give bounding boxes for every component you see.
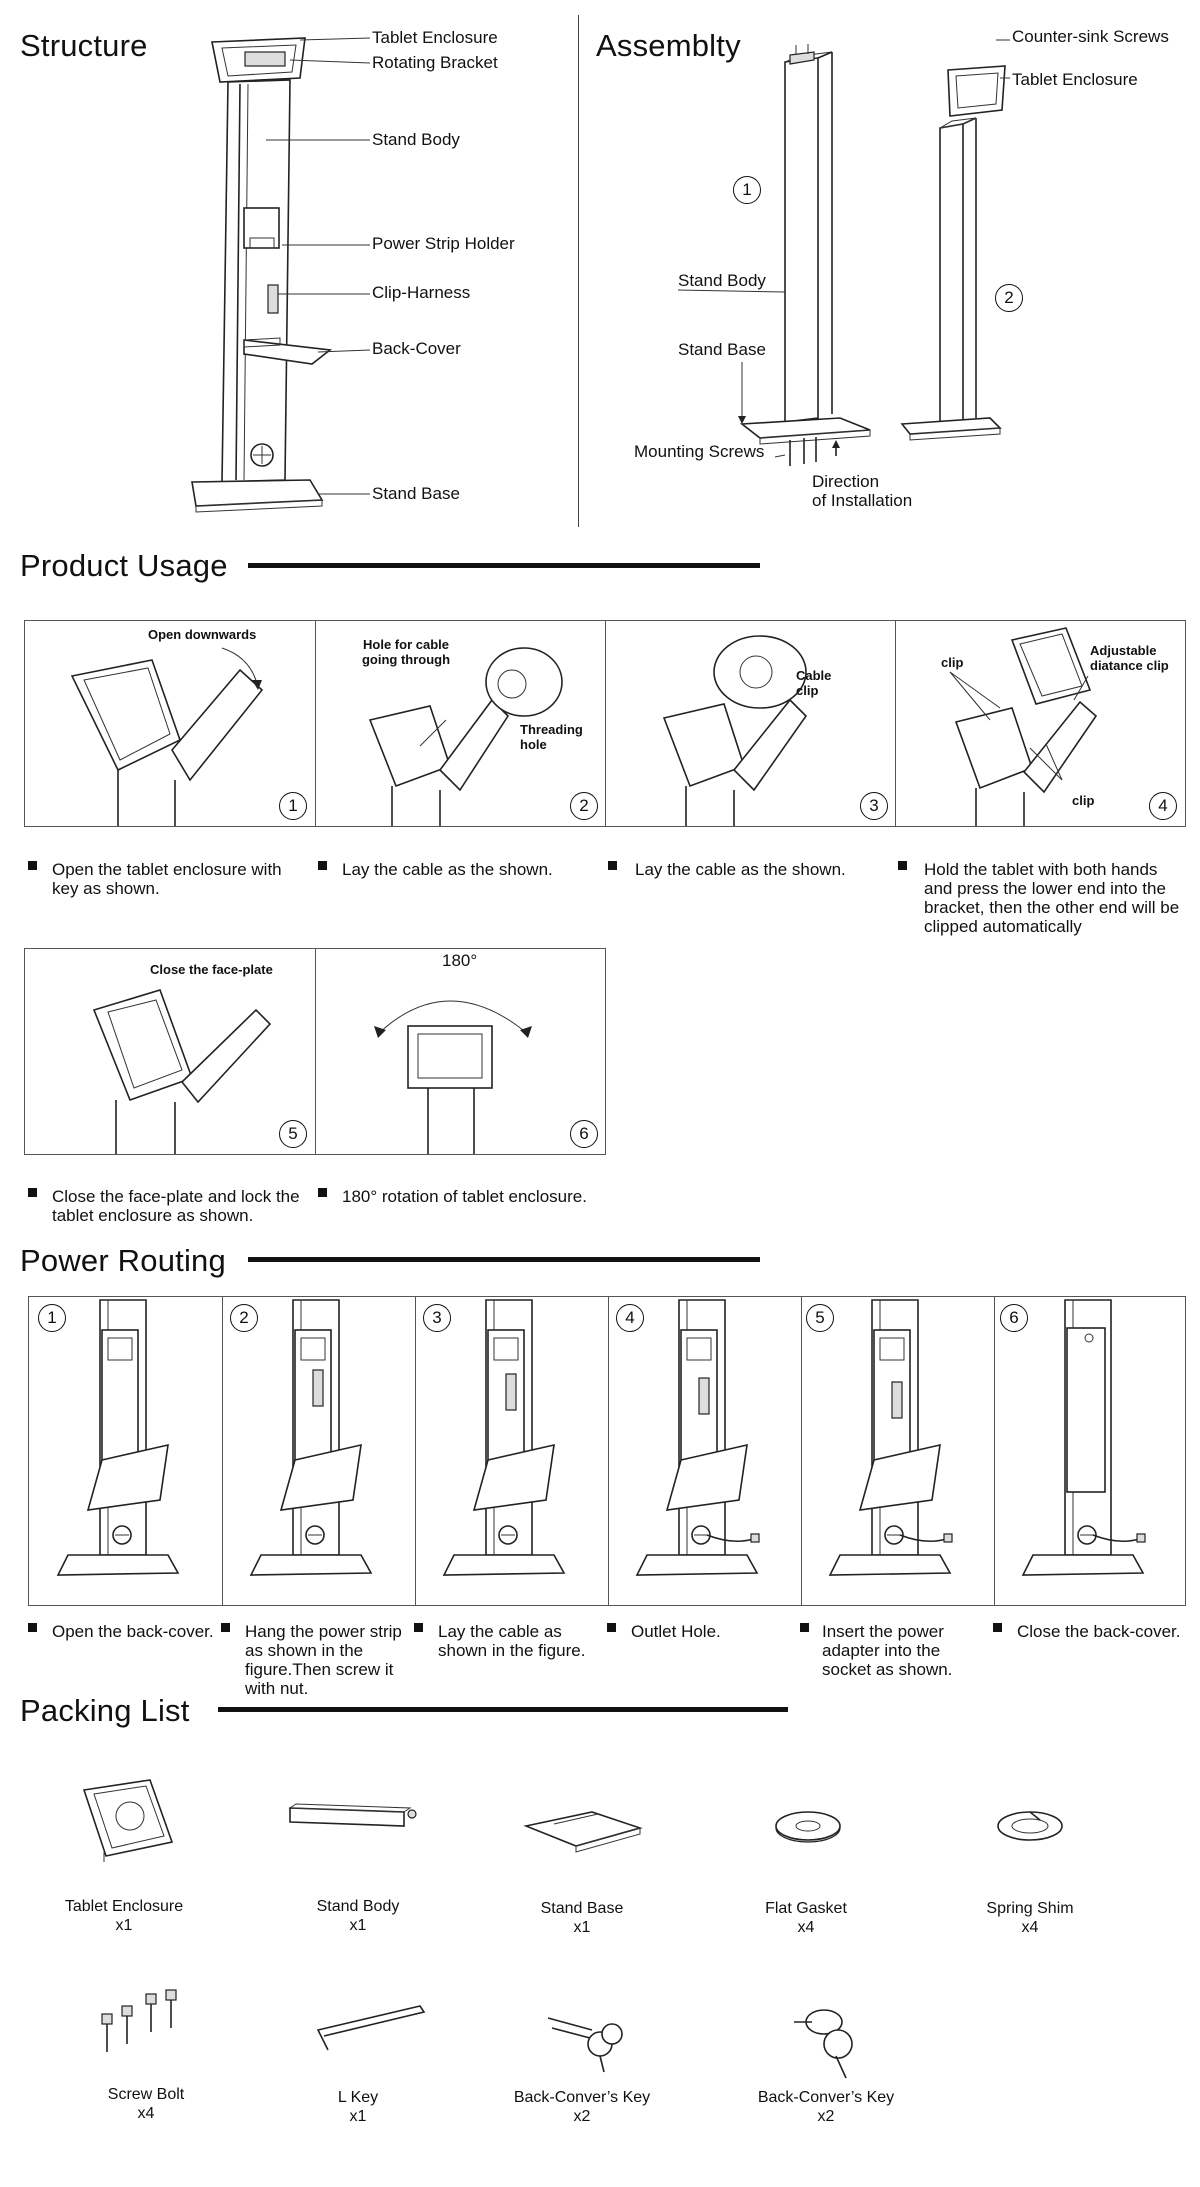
- bullet: [318, 1188, 327, 1197]
- packing-title: Packing List: [20, 1693, 190, 1728]
- power-caption-5: Insert the power adapter into the socket…: [822, 1622, 953, 1679]
- packing-item-qty: x1: [349, 2108, 367, 2125]
- bullet: [607, 1623, 616, 1632]
- packing-item-name: Back-Conver’s Key: [513, 2089, 651, 2106]
- packing-item-qty: x2: [573, 2108, 591, 2125]
- annotation-open-downwards: Open downwards: [148, 627, 257, 642]
- power-step-3-badge: 3: [423, 1304, 451, 1332]
- label-counter-sink-screws: Counter-sink Screws: [1012, 27, 1169, 46]
- packing-item-qty: x4: [137, 2105, 155, 2122]
- power-panel-row: [28, 1296, 1186, 1606]
- power-routing-drawings: [56, 1299, 1146, 1576]
- assembly-drawing: [677, 39, 1010, 466]
- annotation-adjustable-clip: Adjustable diatance clip: [1090, 643, 1169, 673]
- bullet: [898, 861, 907, 870]
- label-assembly-stand-base: Stand Base: [678, 340, 766, 359]
- bullet: [28, 861, 37, 870]
- packing-item-name: L Key: [337, 2089, 379, 2106]
- usage-caption-3: Lay the cable as the shown.: [635, 860, 846, 879]
- power-caption-3: Lay the cable as shown in the figure.: [438, 1622, 586, 1660]
- annotation-close-face-plate: Close the face-plate: [150, 962, 273, 977]
- packing-item-qty: x2: [817, 2108, 835, 2125]
- usage-drawings-row-2: [92, 989, 532, 1154]
- bullet: [608, 861, 617, 870]
- usage-step-4-badge: 4: [1149, 792, 1177, 820]
- label-of-installation: of Installation: [812, 491, 913, 510]
- packing-item-name: Stand Base: [540, 1900, 624, 1917]
- usage-caption-4: Hold the tablet with both hands and pres…: [924, 860, 1180, 936]
- label-mounting-screws: Mounting Screws: [634, 442, 765, 461]
- usage-caption-5: Close the face-plate and lock the tablet…: [52, 1187, 300, 1225]
- assembly-title: Assemblty: [596, 28, 741, 63]
- label-assembly-tablet-enclosure: Tablet Enclosure: [1012, 70, 1138, 89]
- usage-title: Product Usage: [20, 548, 228, 583]
- structure-stand-drawing: [191, 37, 371, 513]
- usage-drawings-row-1: [70, 627, 1098, 826]
- annotation-180-degrees: 180°: [442, 951, 478, 970]
- power-title: Power Routing: [20, 1243, 226, 1278]
- usage-step-3-badge: 3: [860, 792, 888, 820]
- packing-item-qty: x1: [573, 1919, 591, 1936]
- annotation-clip-bottom: clip: [1072, 793, 1095, 808]
- bullet: [414, 1623, 423, 1632]
- label-back-cover: Back-Cover: [372, 339, 461, 358]
- power-step-5-badge: 5: [806, 1304, 834, 1332]
- bullet: [28, 1188, 37, 1197]
- label-tablet-enclosure: Tablet Enclosure: [372, 28, 498, 47]
- packing-item-name: Spring Shim: [986, 1900, 1074, 1917]
- packing-item-name: Screw Bolt: [107, 2086, 185, 2103]
- section-divider: [578, 15, 579, 527]
- bullet: [221, 1623, 230, 1632]
- annotation-threading-hole: Threading hole: [520, 722, 583, 752]
- label-clip-harness: Clip-Harness: [372, 283, 471, 302]
- annotation-clip-top: clip: [941, 655, 964, 670]
- label-stand-base: Stand Base: [372, 484, 460, 503]
- packing-item-qty: x4: [1021, 1919, 1039, 1936]
- usage-caption-1: Open the tablet enclosure with key as sh…: [52, 860, 282, 898]
- annotation-hole-for-cable: Hole for cable going through: [361, 637, 451, 667]
- packing-item-name: Tablet Enclosure: [64, 1898, 184, 1915]
- packing-item-qty: x4: [797, 1919, 815, 1936]
- bullet: [28, 1623, 37, 1632]
- structure-title: Structure: [20, 28, 148, 63]
- bullet: [993, 1623, 1002, 1632]
- usage-step-5-badge: 5: [279, 1120, 307, 1148]
- assembly-step-1-badge: 1: [733, 176, 761, 204]
- label-direction: Direction: [812, 472, 880, 491]
- bullet: [318, 861, 327, 870]
- packing-title-rule: [218, 1707, 788, 1712]
- power-step-4-badge: 4: [616, 1304, 644, 1332]
- packing-item-qty: x1: [115, 1917, 133, 1934]
- usage-step-2-badge: 2: [570, 792, 598, 820]
- power-caption-2: Hang the power strip as shown in the fig…: [245, 1622, 402, 1698]
- usage-step-6-badge: 6: [570, 1120, 598, 1148]
- power-caption-4: Outlet Hole.: [631, 1622, 721, 1641]
- packing-item-name: Stand Body: [316, 1898, 400, 1915]
- bullet: [800, 1623, 809, 1632]
- power-caption-1: Open the back-cover.: [52, 1622, 214, 1641]
- power-step-6-badge: 6: [1000, 1304, 1028, 1332]
- label-rotating-bracket: Rotating Bracket: [372, 53, 498, 72]
- label-assembly-stand-body: Stand Body: [678, 271, 766, 290]
- label-stand-body: Stand Body: [372, 130, 460, 149]
- usage-caption-6: 180° rotation of tablet enclosure.: [342, 1187, 587, 1206]
- annotation-cable-clip: Cable clip: [796, 668, 832, 698]
- usage-panel-row-1: [24, 620, 1186, 827]
- usage-panel-row-2: [24, 948, 606, 1155]
- usage-step-1-badge: 1: [279, 792, 307, 820]
- packing-item-qty: x1: [349, 1917, 367, 1934]
- assembly-step-2-badge: 2: [995, 284, 1023, 312]
- packing-item-name: Back-Conver’s Key: [757, 2089, 895, 2106]
- power-step-1-badge: 1: [38, 1304, 66, 1332]
- power-step-2-badge: 2: [230, 1304, 258, 1332]
- packing-item-name: Flat Gasket: [765, 1900, 847, 1917]
- usage-title-rule: [248, 563, 760, 568]
- usage-caption-2: Lay the cable as the shown.: [342, 860, 553, 879]
- label-power-strip-holder: Power Strip Holder: [372, 234, 515, 253]
- power-title-rule: [248, 1257, 760, 1262]
- power-caption-6: Close the back-cover.: [1017, 1622, 1181, 1641]
